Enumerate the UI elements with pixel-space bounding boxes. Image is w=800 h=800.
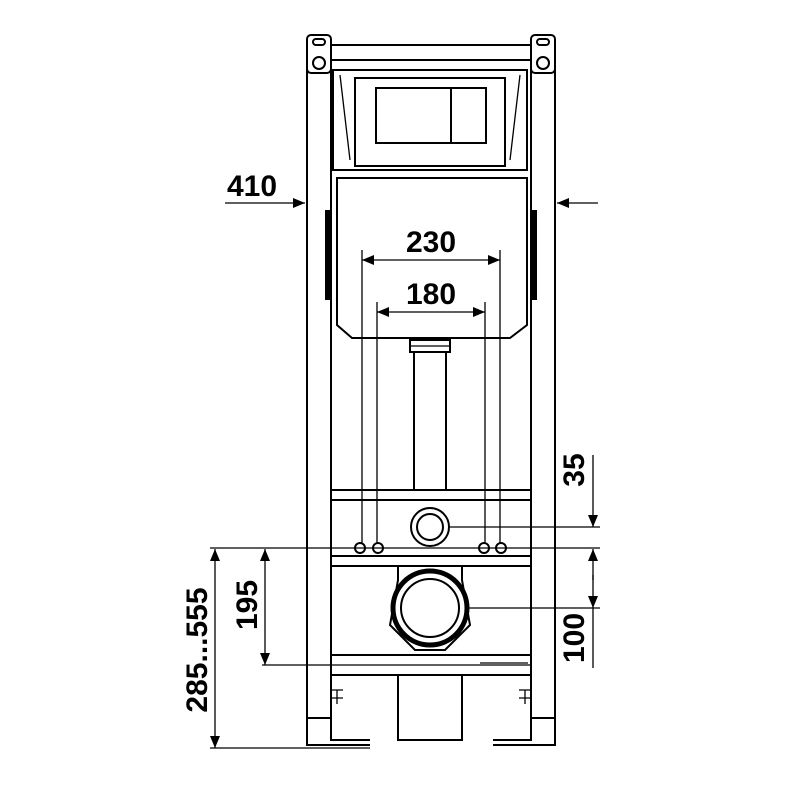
flush-pipe xyxy=(413,351,447,491)
dim-410-label: 410 xyxy=(227,170,277,203)
dimension-lines xyxy=(210,198,600,749)
connections xyxy=(354,507,507,741)
dim-230-label: 230 xyxy=(406,226,456,259)
dim-195-label: 195 xyxy=(231,580,264,630)
drain-outlet xyxy=(397,674,463,741)
dim-100-label: 100 xyxy=(558,613,591,663)
cistern xyxy=(325,69,537,491)
dim-180-label: 180 xyxy=(406,278,456,311)
dim-height-range-label: 285...555 xyxy=(181,587,214,712)
flush-plate xyxy=(375,87,487,144)
dim-35-label: 35 xyxy=(558,453,591,486)
bolt-icon xyxy=(312,56,326,70)
bolt-icon xyxy=(536,56,550,70)
